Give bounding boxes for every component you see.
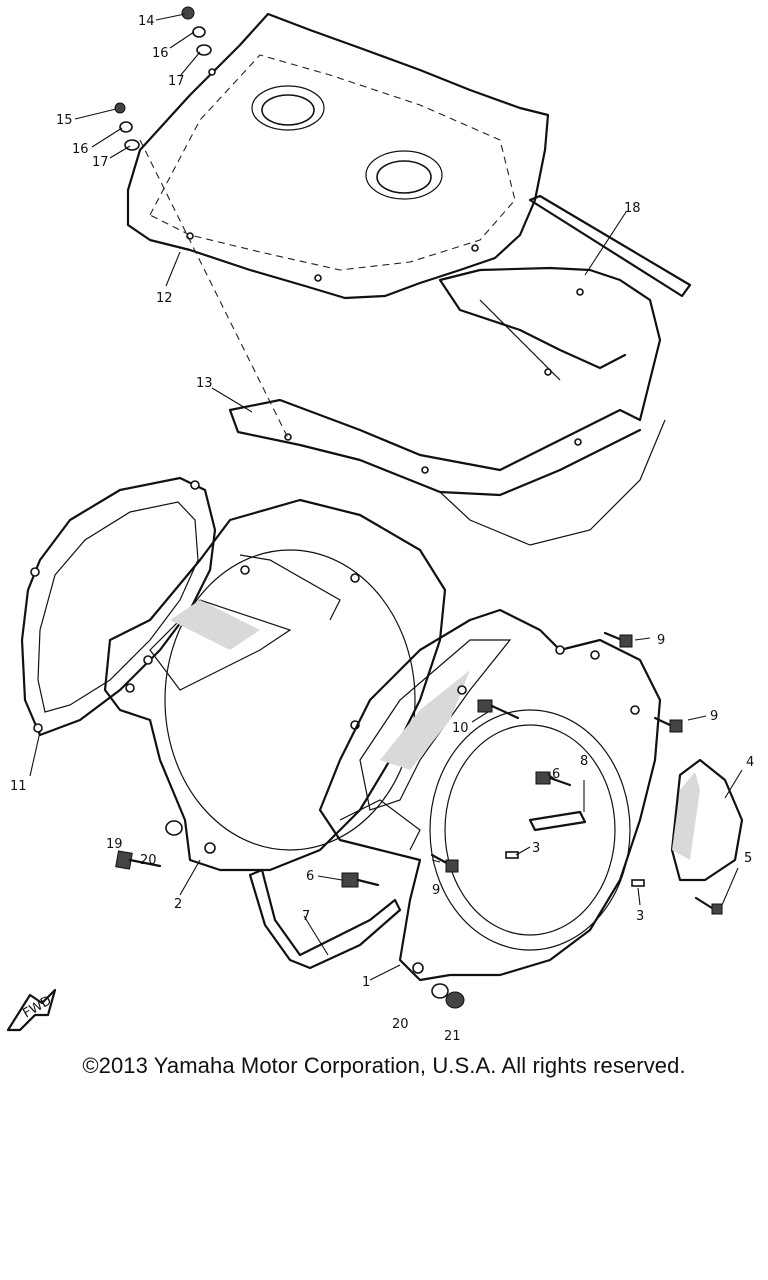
seal-strip	[528, 194, 692, 298]
callout-12: 12	[156, 291, 173, 306]
callout-17-mid: 17	[92, 155, 109, 170]
callout-6-lower: 6	[306, 869, 314, 884]
top-hardware	[114, 6, 212, 151]
callout-20-left: 20	[140, 853, 157, 868]
wire-bracket	[248, 868, 402, 970]
upper-fan-cover	[126, 12, 550, 300]
leader-lines	[29, 13, 743, 981]
callout-18: 18	[624, 201, 641, 216]
bolt-9-right	[653, 716, 683, 733]
callout-13: 13	[196, 376, 213, 391]
exploded-parts-diagram: FWD 14 16 17 15 16 17 12 13	[6, 6, 754, 1044]
fwd-arrow	[6, 988, 57, 1032]
copyright-notice: ©2013 Yamaha Motor Corporation, U.S.A. A…	[82, 1053, 686, 1078]
dowel-pin-3-right	[631, 879, 645, 887]
bolt-6-upper	[535, 771, 572, 787]
callout-17-top: 17	[168, 74, 185, 89]
bolt-9-top	[603, 631, 633, 648]
callout-11: 11	[10, 779, 27, 794]
alignment-line	[139, 139, 289, 439]
cover-plate	[670, 758, 744, 882]
callout-5: 5	[744, 851, 752, 866]
callout-15: 15	[56, 113, 73, 128]
fan-housing	[103, 498, 447, 872]
callout-6-upper: 6	[552, 767, 560, 782]
callout-8: 8	[580, 754, 588, 769]
gasket	[20, 476, 217, 737]
nut-21	[445, 991, 465, 1009]
dowel-pin-3-center	[505, 851, 519, 859]
callout-3-right: 3	[636, 909, 644, 924]
callout-20-bottom: 20	[392, 1017, 409, 1032]
callout-labels: 14 16 17 15 16 17 12 13 18 11 2 19 20 9 …	[10, 14, 754, 1044]
callout-21: 21	[444, 1029, 461, 1044]
screw-5	[694, 896, 723, 915]
callout-16-top: 16	[152, 46, 169, 61]
fwd-label: FWD	[21, 993, 55, 1021]
callout-9-right: 9	[710, 709, 718, 724]
bolt-19	[115, 850, 162, 870]
bolt-9-lower	[430, 853, 459, 873]
callout-4: 4	[746, 755, 754, 770]
bolt-6-lower	[341, 872, 380, 888]
lower-shroud	[228, 266, 666, 546]
callout-2: 2	[174, 897, 182, 912]
callout-19: 19	[106, 837, 123, 852]
clip-8	[528, 810, 587, 832]
callout-1: 1	[362, 975, 370, 990]
callout-16-mid: 16	[72, 142, 89, 157]
callout-7: 7	[302, 909, 310, 924]
callout-14: 14	[138, 14, 155, 29]
front-cover	[318, 608, 662, 982]
callout-9-top: 9	[657, 633, 665, 648]
bolt-10	[477, 699, 520, 720]
callout-10: 10	[452, 721, 469, 736]
callout-3-center: 3	[532, 841, 540, 856]
washer-20-bottom	[431, 983, 449, 999]
washer-20-left	[165, 820, 183, 836]
callout-9-lower: 9	[432, 883, 440, 898]
